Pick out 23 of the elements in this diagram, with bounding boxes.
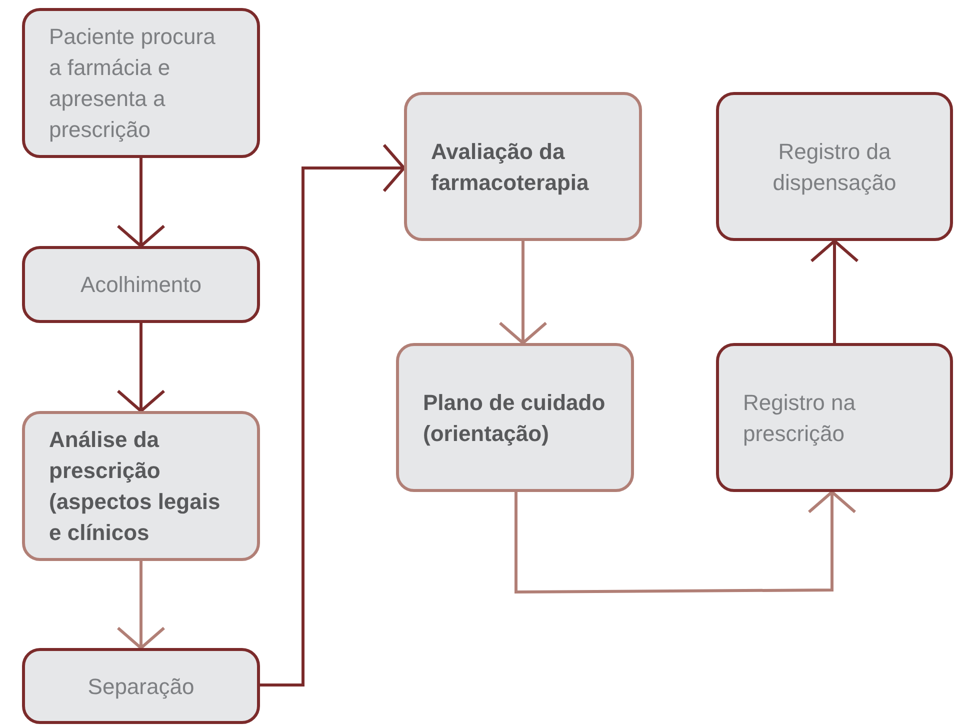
arrow [116,323,166,412]
arrow [260,144,406,686]
arrow [116,158,166,248]
process-box [396,343,634,492]
box-label: Paciente procura a farmácia e apresenta a prescrição [49,23,216,144]
box-label: Avaliação da farmacoterapia [431,138,590,197]
process-box [404,92,642,241]
arrow [810,240,859,343]
box-label: Separação [88,672,194,701]
process-box [22,246,260,323]
process-box [22,411,260,561]
arrow [116,561,166,650]
process-box [716,92,953,241]
process-box [22,8,260,158]
process-box [22,648,260,724]
box-label: Registro da dispensação [772,138,898,197]
arrow [514,490,856,594]
process-box [716,343,953,492]
arrow [498,241,548,344]
box-label: Acolhimento [80,271,202,299]
box-label: Plano de cuidado (orientação) [423,388,606,448]
box-label: Análise da prescrição (aspectos legais e clínicos [49,426,222,547]
box-label: Registro na prescrição [743,388,857,448]
